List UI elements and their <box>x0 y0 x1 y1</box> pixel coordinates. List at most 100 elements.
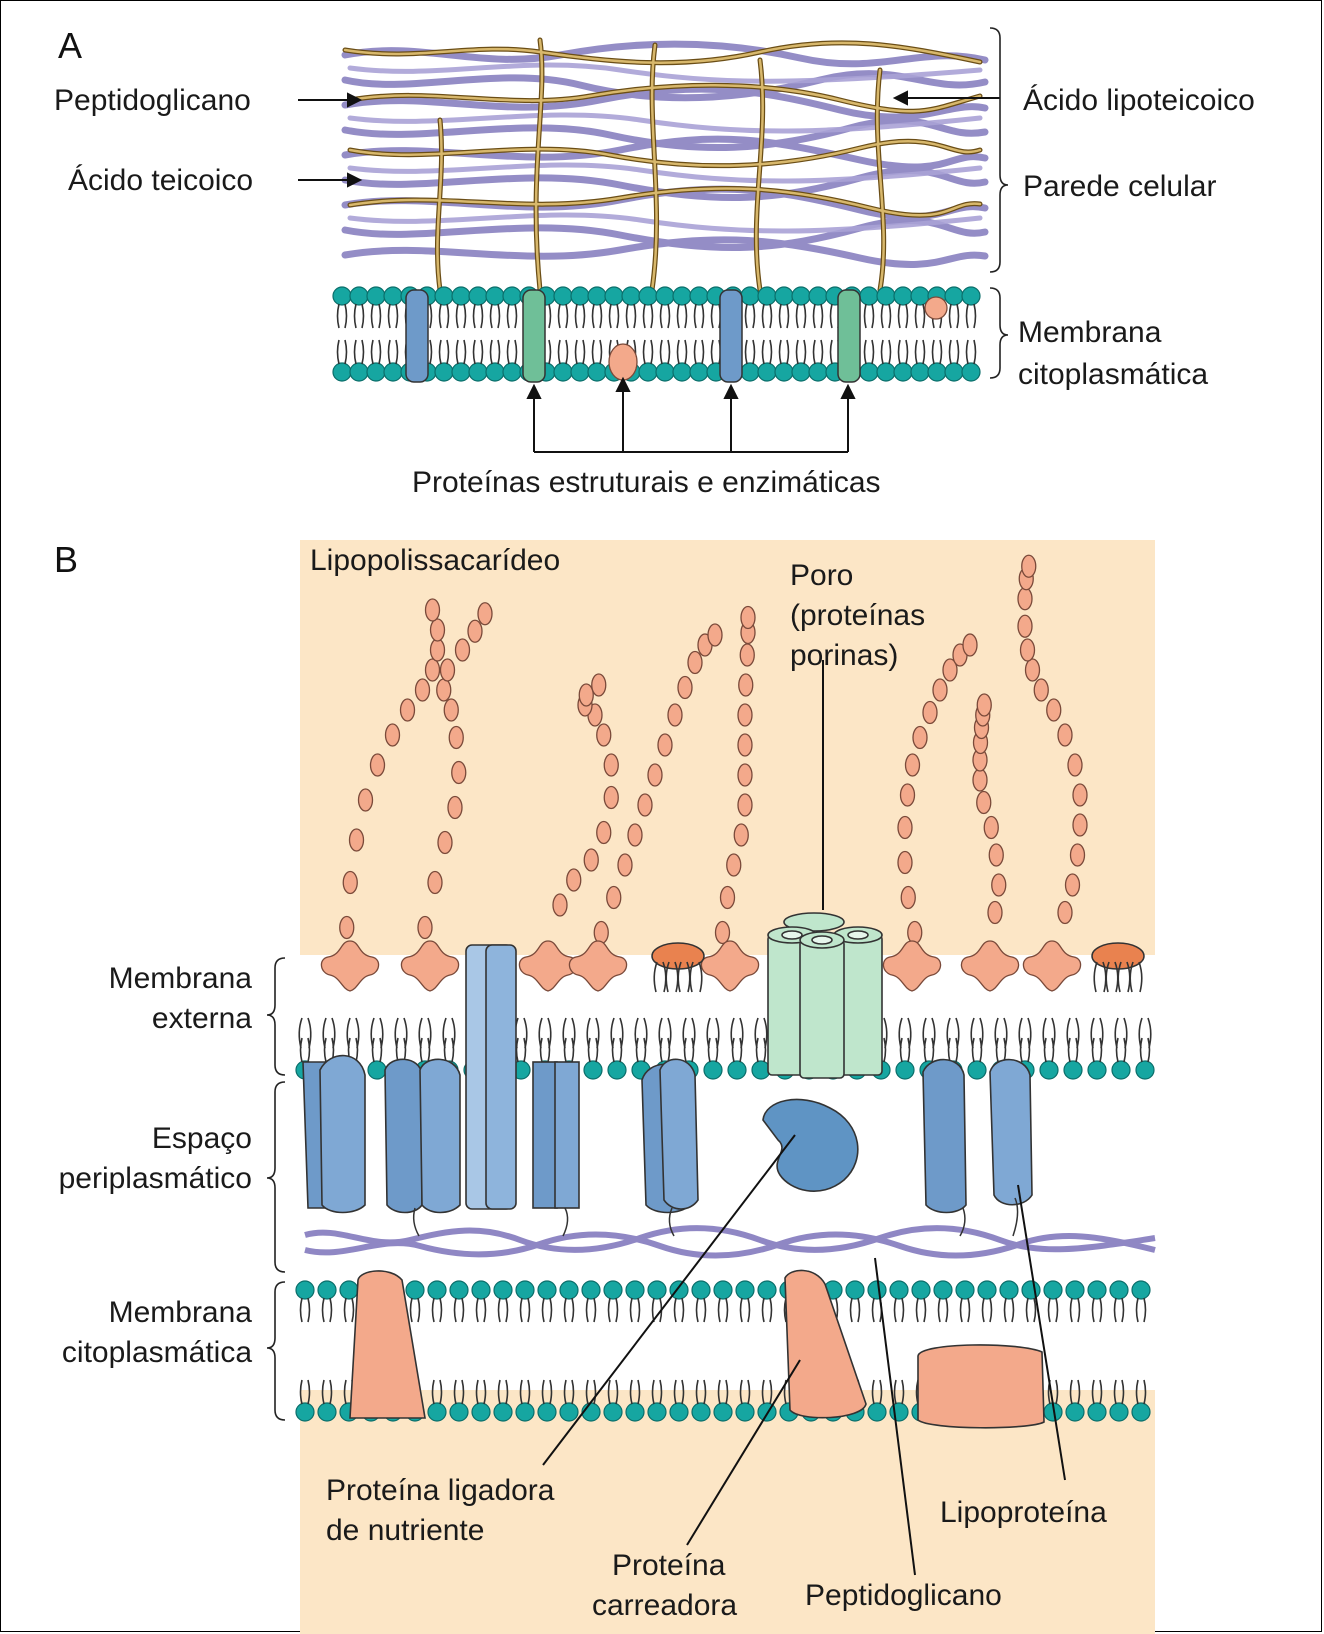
lipoprotein-tethers <box>412 1197 1019 1237</box>
lps-sugar <box>962 633 978 657</box>
lps-sugar <box>1019 638 1036 662</box>
lps-sugar <box>357 788 374 812</box>
phospholipid <box>944 286 964 329</box>
lps-sugar <box>733 823 749 847</box>
lps-sugar <box>737 793 753 817</box>
panel-b-leaders <box>542 660 1066 1576</box>
lps-sugar <box>596 820 612 845</box>
phospholipid <box>944 339 964 382</box>
label-cyto-membrane-line1: Membrana <box>109 1296 253 1329</box>
phospholipid <box>808 339 828 382</box>
phospholipid <box>638 286 658 329</box>
lps-sugar <box>603 753 619 777</box>
lps-sugar <box>912 725 928 750</box>
lps-sugar <box>904 753 921 777</box>
lps-sugar <box>707 623 723 647</box>
lps-sugar <box>477 602 493 626</box>
label-porin-line3: porinas) <box>790 639 898 672</box>
phospholipid <box>893 339 913 382</box>
lps-sugar <box>647 763 663 787</box>
phospholipid <box>927 339 947 382</box>
lps-sugar <box>467 619 483 643</box>
membrane-brace-a <box>989 287 1009 379</box>
lps-sugar <box>1057 900 1073 925</box>
lps-sugar <box>987 900 1003 925</box>
lps-sugar <box>342 870 358 895</box>
lps-sugar <box>578 683 594 707</box>
lps-sugar <box>596 723 612 747</box>
lps-sugar <box>1046 698 1062 722</box>
cell-wall-brace <box>989 27 1009 273</box>
lps-sugar <box>436 678 452 702</box>
phospholipid <box>587 339 607 382</box>
panel-a: A <box>54 25 1255 499</box>
lps-sugar <box>443 698 459 722</box>
lps-sugar <box>932 678 948 702</box>
lps-sugar <box>972 768 988 792</box>
label-binding-protein-line2: de nutriente <box>326 1514 484 1547</box>
phospholipid <box>553 286 573 329</box>
lps-sugar <box>1072 813 1088 837</box>
phospholipid <box>672 286 692 329</box>
lps-sugar <box>976 693 992 717</box>
lipoprotein-caps <box>651 942 1145 970</box>
phospholipid <box>468 286 488 329</box>
lps-sugar <box>976 790 992 815</box>
lps-sugar <box>566 868 582 892</box>
lps-sugar <box>606 885 622 910</box>
phospholipid <box>451 339 471 382</box>
label-periplasm-line2: periplasmático <box>59 1162 252 1195</box>
cyto-membrane-brace <box>266 1281 286 1421</box>
phospholipid <box>587 286 607 329</box>
label-binding-protein-line1: Proteína ligadora <box>326 1474 555 1507</box>
lps-sugar <box>617 853 633 877</box>
label-lipoteichoic-acid: Ácido lipoteicoico <box>1023 84 1255 117</box>
phospholipid <box>604 286 624 329</box>
phospholipid <box>502 286 522 329</box>
phospholipid <box>774 286 794 329</box>
phospholipid <box>689 339 709 382</box>
phospholipid <box>961 286 981 329</box>
lps-sugar <box>339 915 355 940</box>
lps-sugar <box>922 700 938 725</box>
outer-membrane-brace <box>266 957 286 1076</box>
phospholipid <box>349 286 369 329</box>
lps-sugar <box>451 760 467 785</box>
phospholipid <box>485 339 505 382</box>
phospholipid <box>757 339 777 382</box>
phospholipid <box>366 339 386 382</box>
porin-trimer <box>767 912 883 1079</box>
lps-sugar <box>983 815 999 840</box>
phospholipid <box>638 339 658 382</box>
label-lipoprotein: Lipoproteína <box>940 1496 1107 1529</box>
phospholipid <box>553 339 573 382</box>
phospholipid <box>655 339 675 382</box>
proteins-arrows <box>526 376 856 453</box>
lps-sugar <box>424 598 441 622</box>
membrane-protein <box>924 296 948 320</box>
phospholipid <box>740 339 760 382</box>
lps-sugar <box>737 733 753 757</box>
panel-a-letter: A <box>58 25 82 66</box>
phospholipid <box>859 286 879 329</box>
label-carrier-protein-line1: Proteína <box>612 1549 726 1582</box>
lps-sugar <box>991 873 1007 897</box>
phospholipid <box>876 339 896 382</box>
lps-sugar <box>657 733 673 757</box>
panel-b-letter: B <box>54 539 78 580</box>
lps-sugar <box>687 650 703 675</box>
lps-sugar <box>899 783 916 807</box>
membrane-protein <box>522 289 546 383</box>
panel-a-leaders <box>298 90 1000 188</box>
lps-sugar <box>1017 587 1033 611</box>
lps-sugar <box>737 703 753 727</box>
phospholipid <box>808 286 828 329</box>
phospholipid <box>451 286 471 329</box>
lps-sugar <box>1021 554 1037 578</box>
phospholipid <box>383 286 403 329</box>
lps-sugar <box>1057 723 1073 747</box>
phospholipid <box>672 339 692 382</box>
lps-sugar <box>637 793 653 817</box>
membrane-protein <box>719 289 743 383</box>
